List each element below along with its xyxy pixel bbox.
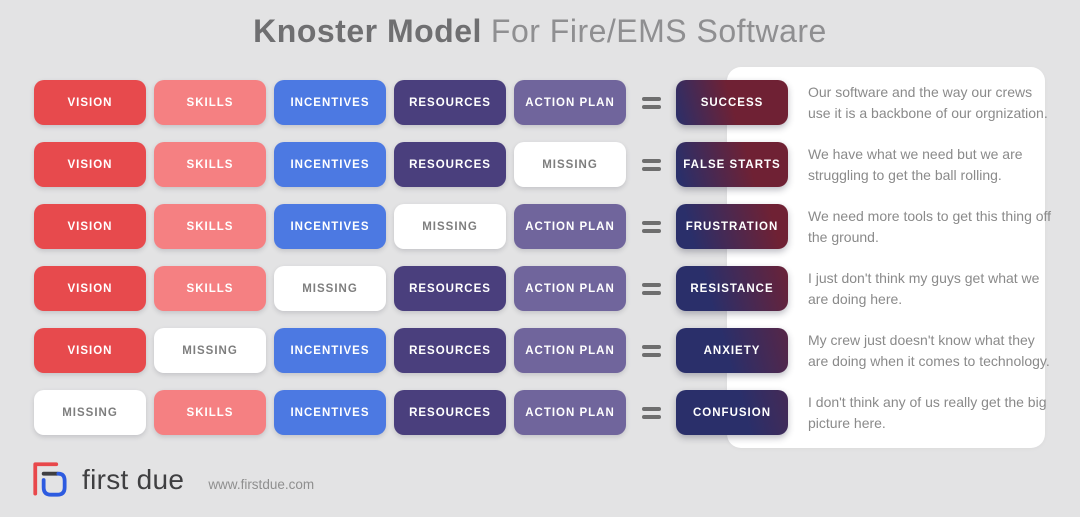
cell-missing: MISSING — [154, 328, 266, 373]
result-description: Our software and the way our crews use i… — [808, 83, 1048, 121]
result-description: My crew just doesn't know what they are … — [808, 331, 1050, 369]
cell-skills: SKILLS — [154, 266, 266, 311]
cell-resources: RESOURCES — [394, 266, 506, 311]
result-description: We need more tools to get this thing off… — [808, 207, 1052, 245]
equals-sign — [634, 158, 668, 171]
equals-sign — [634, 344, 668, 357]
cell-resources: RESOURCES — [394, 142, 506, 187]
website-url: www.firstdue.com — [208, 476, 315, 492]
result-box: FRUSTRATION — [676, 204, 788, 249]
result-box: SUCCESS — [676, 80, 788, 125]
equals-sign — [634, 406, 668, 419]
cell-skills: SKILLS — [154, 142, 266, 187]
cell-missing: MISSING — [514, 142, 626, 187]
brand-name: first due — [82, 464, 185, 495]
cell-incentives: INCENTIVES — [274, 142, 386, 187]
cell-action: ACTION PLAN — [514, 328, 626, 373]
cell-skills: SKILLS — [154, 204, 266, 249]
equals-sign — [634, 96, 668, 109]
title-regular-part: For Fire/EMS Software — [490, 13, 827, 49]
results-panel — [727, 67, 1045, 448]
result-box: RESISTANCE — [676, 266, 788, 311]
result-description: I don't think any of us really get the b… — [808, 393, 1047, 431]
title-bold-part: Knoster Model — [253, 13, 482, 49]
cell-vision: VISION — [34, 80, 146, 125]
cell-resources: RESOURCES — [394, 390, 506, 435]
result-box: FALSE STARTS — [676, 142, 788, 187]
cell-missing: MISSING — [34, 390, 146, 435]
cell-incentives: INCENTIVES — [274, 328, 386, 373]
cell-incentives: INCENTIVES — [274, 204, 386, 249]
cell-action: ACTION PLAN — [514, 80, 626, 125]
result-box: ANXIETY — [676, 328, 788, 373]
cell-missing: MISSING — [394, 204, 506, 249]
cell-resources: RESOURCES — [394, 328, 506, 373]
cell-action: ACTION PLAN — [514, 390, 626, 435]
cell-incentives: INCENTIVES — [274, 80, 386, 125]
cell-resources: RESOURCES — [394, 80, 506, 125]
footer: first due www.firstdue.com — [30, 458, 314, 502]
result-box: CONFUSION — [676, 390, 788, 435]
cell-action: ACTION PLAN — [514, 266, 626, 311]
cell-incentives: INCENTIVES — [274, 390, 386, 435]
result-description: I just don't think my guys get what we a… — [808, 269, 1040, 307]
cell-vision: VISION — [34, 142, 146, 187]
cell-skills: SKILLS — [154, 390, 266, 435]
first-due-logo-icon — [33, 462, 67, 497]
equals-sign — [634, 282, 668, 295]
cell-skills: SKILLS — [154, 80, 266, 125]
cell-vision: VISION — [34, 266, 146, 311]
cell-missing: MISSING — [274, 266, 386, 311]
cell-vision: VISION — [34, 204, 146, 249]
equals-sign — [634, 220, 668, 233]
result-description: We have what we need but we are struggli… — [808, 145, 1023, 183]
cell-vision: VISION — [34, 328, 146, 373]
cell-action: ACTION PLAN — [514, 204, 626, 249]
